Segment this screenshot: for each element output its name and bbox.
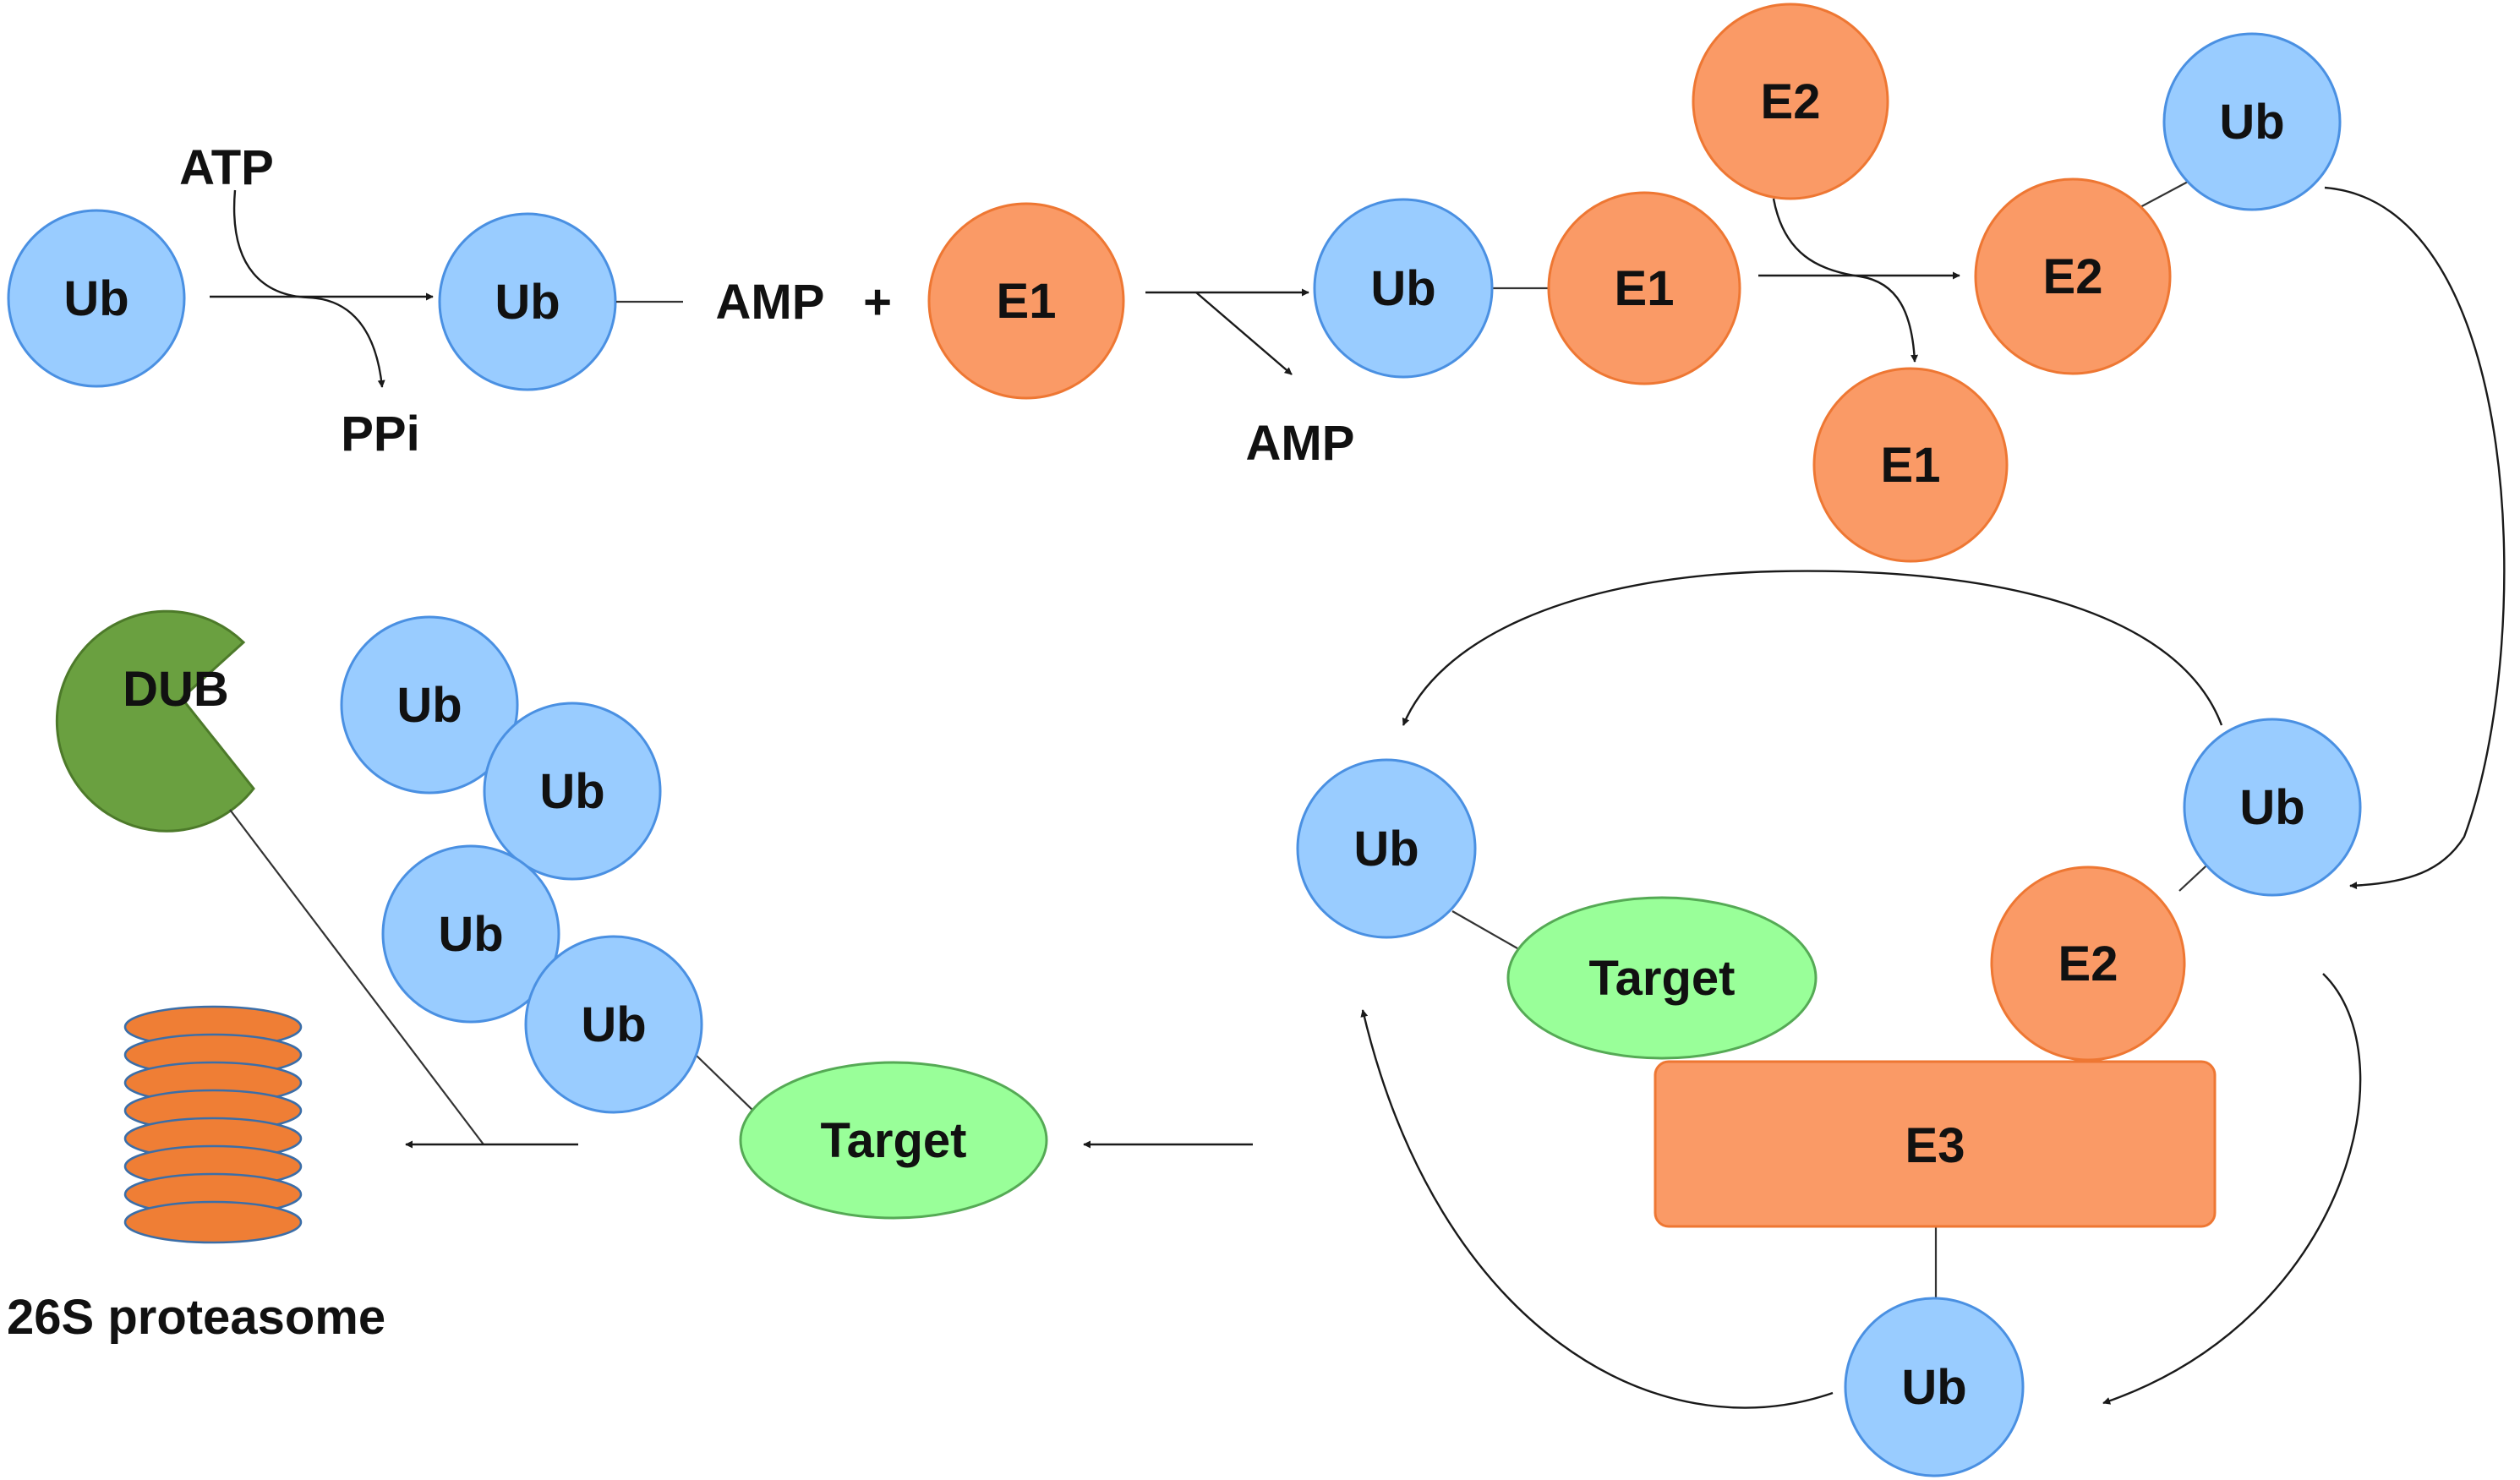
e3-label: E3 [1905,1118,1965,1173]
dub: DUB [55,609,255,833]
ub-free: Ub [7,209,186,388]
polyub-1 [340,615,519,795]
e3-complex-ub-bottom-label: Ub [1901,1360,1966,1415]
e1-released-label: E1 [1881,438,1941,493]
e2-free-label: E2 [1761,74,1821,129]
dub-label: DUB [123,662,229,717]
e2-ub-to-e3-arrow [2324,186,2506,890]
polyub-2-label: Ub [539,764,604,819]
e3-complex-ub-top-label: Ub [2239,780,2304,835]
e1-free-label: E1 [997,274,1057,329]
plus-sign: + [863,275,892,330]
ub-e1-complex: Ub E1 [1313,191,1741,385]
ub-e1-e1-label: E1 [1615,261,1675,316]
polyub-3 [381,844,560,1024]
e2-free: E2 [1692,3,1889,200]
polyub-4-label: Ub [581,997,646,1052]
dub-link-line [229,809,484,1145]
ub-free-label: Ub [63,271,128,326]
polyub-2 [483,702,662,881]
ub-amp-complex: Ub AMP [438,212,825,391]
e2-ub-e2-label: E2 [2043,249,2103,304]
e1-free: E1 [927,202,1125,400]
polyub-4 [524,935,703,1114]
ub-transfer-arc-top [1402,570,2223,726]
e2-ub-ub-label: Ub [2219,95,2284,150]
polyub-1-label: Ub [396,678,462,733]
e1-released: E1 [1812,367,2009,563]
proteasome-stack [123,1005,303,1244]
ub-e1-ub-label: Ub [1370,261,1435,316]
amp-release-arrow [1195,292,1293,375]
target-ub-bond [1451,910,1518,949]
cycle-arrow-left [1360,1009,1834,1409]
polyub-target-bond [696,1055,755,1112]
atp-to-ppi-arrow [232,189,385,388]
polyub-3-label: Ub [438,907,503,962]
target-ub-complex: Ub Target [1296,758,1818,1060]
proteasome-label: 26S proteasome [7,1290,385,1345]
target-ub-target-label: Target [1589,951,1736,1006]
atp-label: ATP [179,140,274,195]
e2-ub-complex: E2 Ub [1974,32,2342,375]
ub-amp-amp-label: AMP [716,275,825,330]
polyubiquitin-target: Ub Ub Ub Ub Target [340,615,1048,1220]
e3-complex: E3 E2 Ub Ub [1654,718,2362,1477]
ub-amp-ub-label: Ub [495,275,560,330]
e3-box [1654,1060,2217,1228]
e3-complex-e2-label: E2 [2058,937,2118,991]
target-ub-ub-label: Ub [1353,822,1419,877]
cycle-arrow-right [2102,973,2362,1405]
dub-pacman-shape [55,609,255,833]
e2-in-e1-out-arrow [1772,198,1919,363]
amp-released-label: AMP [1246,416,1355,471]
ppi-label: PPi [341,407,420,461]
polyub-target-label: Target [821,1113,967,1168]
